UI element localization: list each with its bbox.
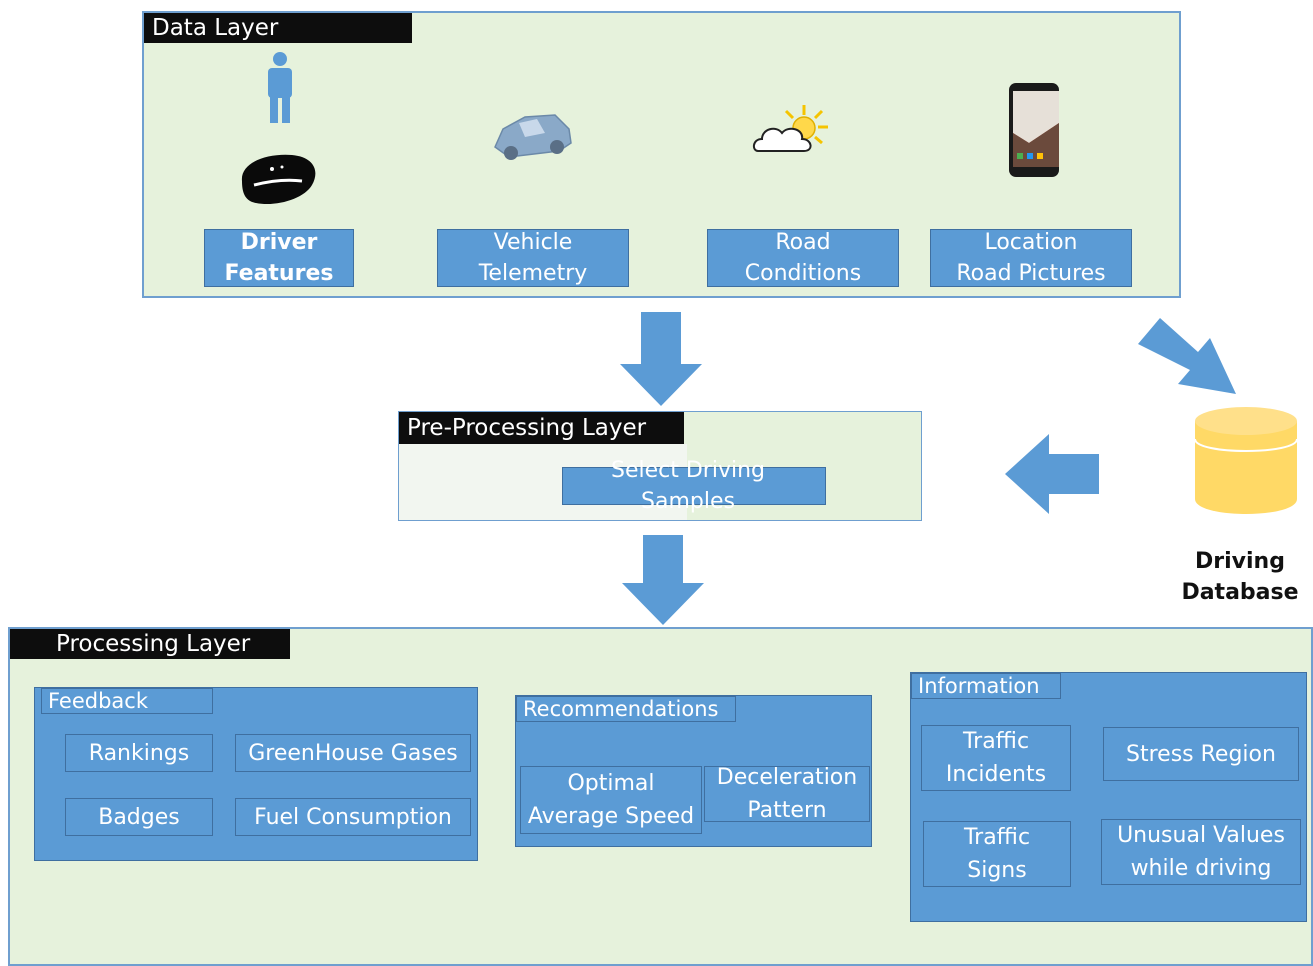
database-cylinder-icon <box>1195 407 1297 514</box>
processing-layer-title: Processing Layer <box>10 629 290 659</box>
arrow-down-1 <box>620 312 702 406</box>
feedback-title: Feedback <box>41 688 213 714</box>
preprocessing-layer: Pre-Processing Layer Select Driving Samp… <box>398 411 922 521</box>
feedback-badges: Badges <box>65 798 213 836</box>
preprocessing-layer-title: Pre-Processing Layer <box>399 412 684 444</box>
recommendations-title: Recommendations <box>516 696 736 722</box>
arrow-from-database <box>1005 434 1099 514</box>
arrow-down-2 <box>622 535 704 625</box>
feedback-rankings: Rankings <box>65 734 213 772</box>
smartphone-icon <box>1009 83 1059 177</box>
information-title: Information <box>911 673 1061 699</box>
processing-layer: Processing Layer Feedback Rankings Green… <box>8 627 1313 966</box>
data-layer: Data Layer <box>142 11 1181 298</box>
arrow-to-database <box>1138 318 1236 394</box>
feedback-greenhouse-gases: GreenHouse Gases <box>235 734 471 772</box>
info-stress-region: Stress Region <box>1103 727 1299 781</box>
wristband-icon <box>241 154 316 205</box>
weather-icon <box>752 105 828 152</box>
feedback-group: Feedback Rankings GreenHouse Gases Badge… <box>34 687 478 861</box>
select-driving-samples-button[interactable]: Select Driving Samples <box>562 458 826 514</box>
person-icon <box>268 52 292 123</box>
data-layer-title: Data Layer <box>144 13 412 43</box>
feedback-fuel-consumption: Fuel Consumption <box>235 798 471 836</box>
database-label: Driving Database <box>1181 549 1299 605</box>
car-icon <box>494 114 572 160</box>
